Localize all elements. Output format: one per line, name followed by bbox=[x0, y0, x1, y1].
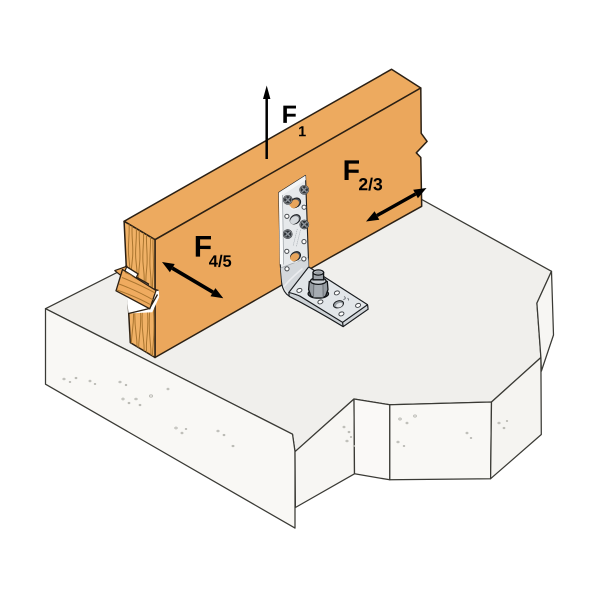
svg-text:F: F bbox=[343, 155, 360, 187]
svg-text:4/5: 4/5 bbox=[209, 253, 232, 271]
svg-text:F: F bbox=[194, 231, 212, 264]
svg-text:2/3: 2/3 bbox=[358, 174, 383, 194]
svg-text:1: 1 bbox=[298, 124, 306, 140]
svg-text:F: F bbox=[282, 101, 297, 129]
